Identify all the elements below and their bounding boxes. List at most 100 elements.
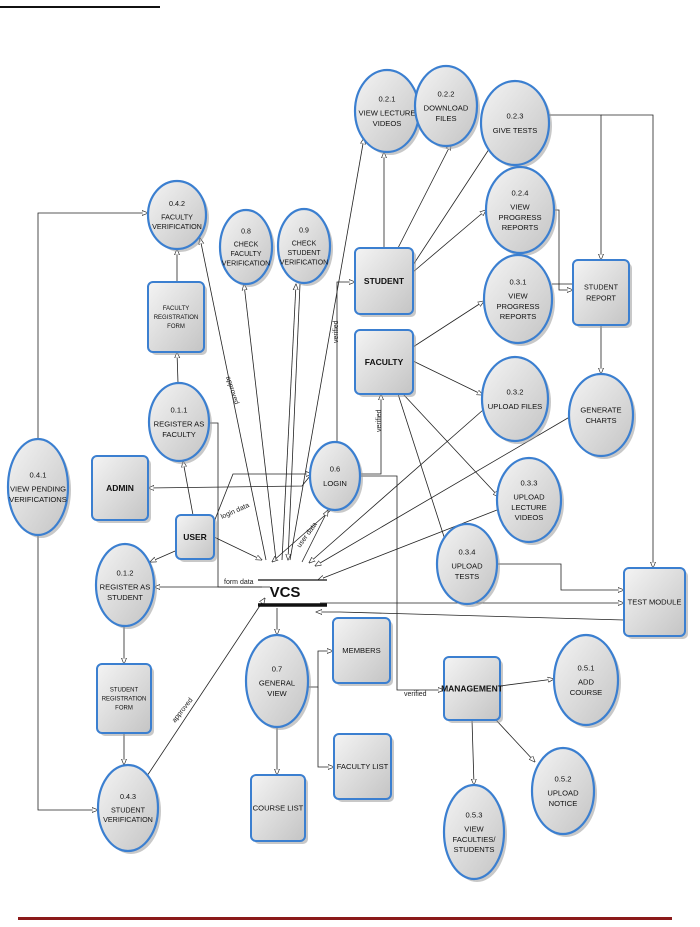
- process-label: CHECK: [292, 241, 317, 248]
- process-label: COURSE: [570, 688, 603, 697]
- process-number: 0.1.2: [117, 568, 134, 577]
- flow-label-verified-mid: verified: [376, 409, 383, 432]
- process-label: REPORTS: [502, 223, 539, 232]
- process-label: VIEW: [510, 203, 530, 212]
- flow-vcs-to-fac-verif: [200, 238, 267, 561]
- process-label: STUDENT: [107, 593, 143, 602]
- process-number: 0.5.2: [555, 774, 572, 783]
- process-label: TESTS: [455, 572, 479, 581]
- flow-student-to-023: [412, 137, 497, 266]
- process-label: UPLOAD: [513, 493, 545, 502]
- box-label: MANAGEMENT: [441, 683, 504, 693]
- flow-register-faculty-form: [177, 352, 178, 384]
- box-student: STUDENT: [354, 247, 416, 317]
- box-label: MEMBERS: [342, 646, 380, 655]
- process-label: VERIFICATION: [152, 222, 202, 231]
- flow-024-to-report: [554, 209, 573, 290]
- flow-user-to-login: [213, 474, 312, 523]
- process-label: FACULTY: [161, 213, 193, 222]
- flow-user-to-faculty-reg: [183, 461, 194, 516]
- flow-login-to-management: [360, 475, 444, 690]
- box-management: MANAGEMENT: [441, 656, 504, 723]
- process-number: 0.2.4: [512, 188, 529, 197]
- flow-pending-to-stu-verif: [37, 535, 98, 810]
- process-label: FACULTIES/: [453, 835, 497, 844]
- process-label: FACULTY: [231, 251, 262, 258]
- flow-label-approved-top: approved: [224, 375, 240, 405]
- process-label: ADD: [578, 678, 595, 687]
- flow-general-to-facultylist: [317, 687, 334, 767]
- process-label: LOGIN: [323, 479, 347, 488]
- flow-stu-verif-to-vcs: [144, 598, 265, 780]
- box-members: MEMBERS: [332, 617, 393, 686]
- flow-user-to-vcs-logindata: [213, 536, 262, 560]
- process-number: 0.7: [272, 664, 283, 673]
- process-label: STUDENT: [111, 806, 146, 815]
- flow-login-to-student: [336, 282, 355, 442]
- flow-testmodule-to-vcs: [316, 612, 625, 621]
- process-number: 0.4.2: [169, 199, 185, 208]
- box-courselist: COURSE LIST: [250, 774, 308, 844]
- flow-label-approved-bottom: approved: [171, 697, 195, 724]
- box-label: FACULTY: [163, 306, 190, 312]
- flow-vcs-to-login: [301, 510, 328, 563]
- process-number: 0.3.3: [521, 478, 538, 487]
- box-label: TEST MODULE: [628, 598, 682, 607]
- process-label: STUDENTS: [454, 845, 495, 854]
- flow-033-to-vcs: [318, 509, 498, 580]
- flow-mgmt-to-053: [472, 719, 474, 785]
- process-label: STUDENT: [287, 250, 321, 257]
- flow-vcs-to-021: [289, 138, 364, 561]
- process-label: VIDEOS: [515, 513, 544, 522]
- process-number: 0.5.1: [578, 663, 595, 672]
- process-label: VIEW: [508, 292, 528, 301]
- flow-faculty-to-034: [397, 393, 447, 546]
- process-number: 0.3.2: [507, 388, 524, 397]
- flow-label-verified-mgmt: verified: [404, 691, 427, 698]
- box-facultylist: FACULTY LIST: [333, 733, 394, 802]
- process-label: REGISTER AS: [100, 583, 151, 592]
- process-label: VIEW: [464, 825, 484, 834]
- box-label: REGISTRATION: [154, 315, 199, 321]
- box-label: REPORT: [586, 293, 616, 302]
- box-faculty: FACULTY: [354, 329, 416, 397]
- flow-023-to-report: [549, 114, 601, 260]
- process-number: 0.6: [330, 465, 341, 474]
- process-number: 0.2.2: [438, 89, 455, 98]
- box-testmodule: TEST MODULE: [623, 567, 688, 639]
- process-label: VERIFICATIONS: [9, 495, 67, 504]
- flow-student-to-024: [412, 210, 486, 273]
- box-label: COURSE LIST: [253, 804, 304, 813]
- process-number: 0.3.4: [459, 547, 476, 556]
- process-label: VIEW LECTURE: [359, 109, 416, 118]
- process-label: GENERAL: [259, 679, 295, 688]
- process-label: VERIFICATION: [280, 260, 328, 267]
- box-label: FACULTY: [365, 357, 404, 367]
- box-label: FACULTY LIST: [337, 762, 389, 771]
- process-label: REGISTER AS: [154, 420, 205, 429]
- flow-general-to-members: [308, 651, 333, 688]
- process-label: DOWNLOAD: [424, 104, 469, 113]
- process-label: FACULTY: [162, 430, 196, 439]
- box-user: USER: [175, 514, 217, 562]
